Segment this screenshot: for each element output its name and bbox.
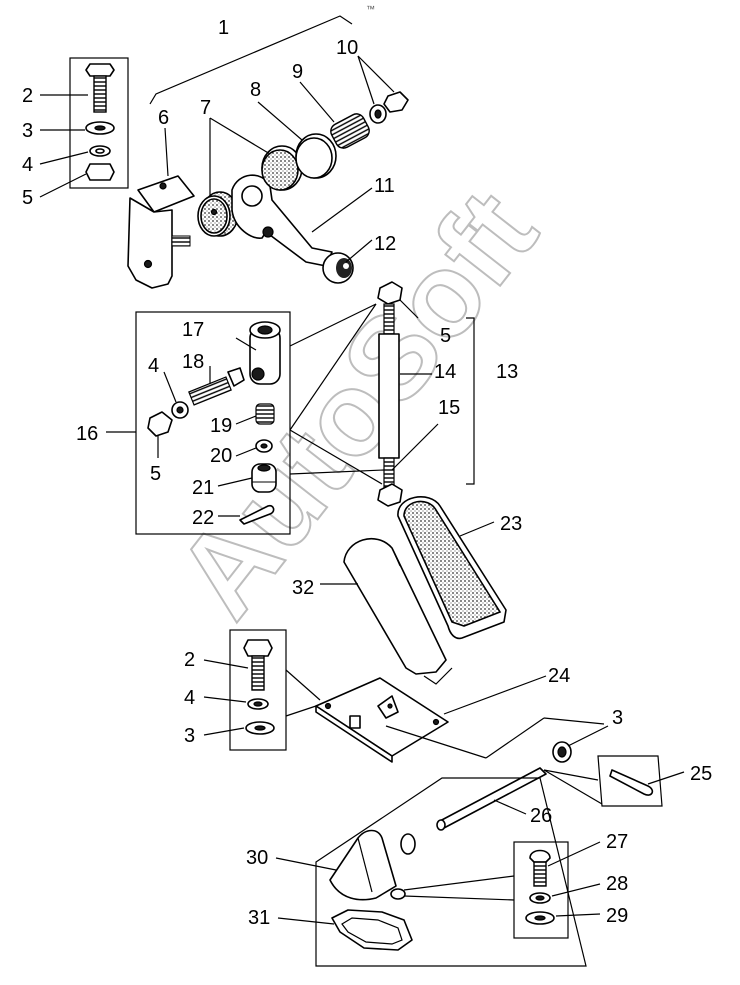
callout-2-top: 2 <box>22 85 33 107</box>
callout-11: 11 <box>374 175 395 197</box>
callout-17: 17 <box>182 319 204 341</box>
callout-4-lower: 4 <box>184 687 195 709</box>
callout-31: 31 <box>248 907 270 929</box>
callout-24: 24 <box>548 665 570 687</box>
callout-18: 18 <box>182 351 204 373</box>
callout-20: 20 <box>210 445 232 467</box>
callout-labels: 1 2 3 4 5 6 7 8 9 10 11 12 5 13 14 15 16… <box>22 17 712 929</box>
callout-27: 27 <box>606 831 628 853</box>
washer-20-hole <box>260 443 268 449</box>
callout-32: 32 <box>292 577 314 599</box>
callout-26: 26 <box>530 805 552 827</box>
washer-3-hole <box>94 125 106 131</box>
bushing-19 <box>255 403 275 425</box>
callout-3-top: 3 <box>22 120 33 142</box>
washer-3-right-hole <box>557 746 567 758</box>
bolt-2-top <box>85 63 115 113</box>
bracket-1 <box>149 15 353 105</box>
base-plate-24 <box>315 677 449 763</box>
leader-lines-mid <box>106 299 439 517</box>
callout-16: 16 <box>76 423 98 445</box>
hardware-box-top <box>69 57 129 189</box>
boot-21 <box>251 463 277 493</box>
mounting-bracket-6 <box>127 175 195 289</box>
callout-5-top: 5 <box>22 187 33 209</box>
callout-5-mid: 5 <box>150 463 161 485</box>
lock-washer-4-lower-hole <box>253 701 263 707</box>
bracket-13 <box>466 317 475 485</box>
callout-15: 15 <box>438 397 460 419</box>
hardware-box-25 <box>597 755 663 807</box>
leader-lines-lower <box>203 659 685 925</box>
washer-3-lower-hole <box>254 725 266 731</box>
callout-25: 25 <box>690 763 712 785</box>
bolt-2-lower <box>243 639 273 691</box>
hardware-box-16 <box>135 311 291 535</box>
nut-10 <box>383 91 409 113</box>
hardware-box-lower <box>229 629 287 751</box>
washer-10-hole <box>374 109 382 119</box>
washer-4-mid-hole <box>176 406 184 414</box>
pedal-pad-23 <box>397 496 507 640</box>
callout-9: 9 <box>292 61 303 83</box>
nut-5-top <box>85 163 115 181</box>
callout-2-lower: 2 <box>184 649 195 671</box>
nut-5-mid <box>147 411 173 437</box>
callout-5-rod: 5 <box>440 325 451 347</box>
callout-19: 19 <box>210 415 232 437</box>
stud-18 <box>188 367 245 406</box>
spring-9 <box>330 113 370 149</box>
leader-lines-pedal <box>320 521 495 585</box>
gasket-31 <box>331 909 413 951</box>
callout-12: 12 <box>374 233 396 255</box>
pin-26 <box>436 767 547 831</box>
friction-disc-7b <box>261 145 303 191</box>
callout-30: 30 <box>246 847 268 869</box>
leader-lines-top <box>39 55 395 263</box>
callout-8: 8 <box>250 79 261 101</box>
ball-joint-12 <box>322 252 354 284</box>
callout-21: 21 <box>192 477 214 499</box>
cotter-pin-22 <box>239 504 275 525</box>
washer-lower-box <box>390 888 406 900</box>
callout-4-mid: 4 <box>148 355 159 377</box>
callout-4-top: 4 <box>22 154 33 176</box>
corner-mark: ™ <box>366 4 375 14</box>
washer-29-hole <box>534 915 546 921</box>
housing-30 <box>329 829 416 901</box>
callout-28: 28 <box>606 873 628 895</box>
cotter-pin-25 <box>609 769 654 796</box>
swivel-17 <box>249 321 281 385</box>
hardware-box-27 <box>513 841 569 939</box>
callout-13: 13 <box>496 361 518 383</box>
screw-27 <box>529 849 551 887</box>
callout-6: 6 <box>158 107 169 129</box>
callout-10: 10 <box>336 37 358 59</box>
callout-22: 22 <box>192 507 214 529</box>
rod-14 <box>377 281 403 507</box>
callout-29: 29 <box>606 905 628 927</box>
callout-7: 7 <box>200 97 211 119</box>
lock-washer-4-hole <box>95 148 105 154</box>
pedal-body-32 <box>343 537 453 685</box>
disc-8 <box>295 133 337 179</box>
callout-1: 1 <box>218 17 229 39</box>
assembly-box-30 <box>315 777 587 967</box>
washer-28-hole <box>535 895 545 901</box>
callout-23: 23 <box>500 513 522 535</box>
callout-3-right: 3 <box>612 707 623 729</box>
callout-14: 14 <box>434 361 456 383</box>
callout-3-lower: 3 <box>184 725 195 747</box>
